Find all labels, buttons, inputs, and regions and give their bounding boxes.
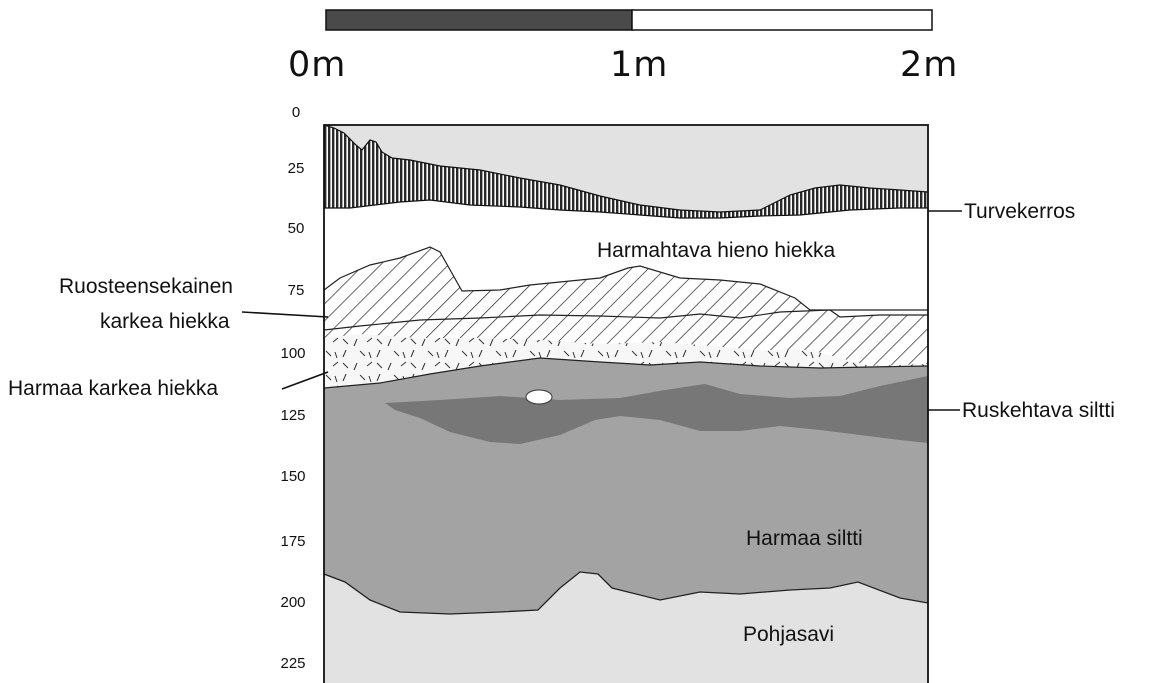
- depth-tick-label: 0: [292, 104, 300, 121]
- depth-tick-label: 150: [280, 468, 305, 485]
- label-ruosteensekainen-line1: Ruosteensekainen: [59, 275, 233, 298]
- profile-frame: [323, 124, 929, 683]
- depth-tick-label: 100: [280, 345, 305, 362]
- depth-tick-label: 200: [280, 594, 305, 611]
- depth-tick-label: 50: [288, 220, 305, 237]
- boundary-line: [324, 571, 928, 615]
- leader-ruosteensekainen: [241, 311, 329, 318]
- label-harmahtava-hieno-hiekka: Harmahtava hieno hiekka: [597, 239, 835, 262]
- leader-lines: [241, 210, 962, 411]
- layer-labels: Turvekerros Harmahtava hieno hiekka Ruos…: [8, 200, 1115, 646]
- layer-harmahtava-hieno-hiekka: [324, 200, 928, 317]
- depth-axis: 0 25 50 75 100 125 150 175 200 225: [280, 104, 305, 672]
- depth-tick-label: 75: [288, 282, 305, 299]
- soil-layers: [324, 125, 928, 683]
- layer-ruskehtava-siltti: [385, 376, 928, 444]
- scale-bar-light-segment: [631, 9, 933, 31]
- label-ruosteensekainen-line2: karkea hiekka: [100, 310, 230, 333]
- scale-label-2m: 2m: [900, 45, 958, 85]
- label-turvekerros: Turvekerros: [964, 200, 1075, 223]
- boundary-line: [324, 357, 928, 389]
- label-ruskehtava-siltti: Ruskehtava siltti: [962, 399, 1115, 422]
- label-harmaa-siltti: Harmaa siltti: [746, 527, 863, 550]
- depth-tick-label: 175: [280, 533, 305, 550]
- label-harmaa-karkea-hiekka: Harmaa karkea hiekka: [8, 377, 218, 400]
- depth-tick-label: 125: [280, 407, 305, 424]
- depth-tick-label: 25: [288, 160, 305, 177]
- label-pohjasavi: Pohjasavi: [743, 623, 834, 646]
- scale-bar: 0m 1m 2m: [288, 9, 958, 85]
- layer-turvekerros: [324, 125, 928, 219]
- leader-harmaa-karkea-hiekka: [281, 371, 329, 390]
- depth-tick-label: 225: [280, 655, 305, 672]
- boundary-line: [324, 246, 928, 318]
- scale-label-0m: 0m: [288, 45, 346, 85]
- pebble: [525, 389, 553, 405]
- scale-label-1m: 1m: [610, 45, 668, 85]
- boundary-line: [324, 309, 928, 331]
- layer-ruosteensekainen-karkea-hiekka: [324, 247, 928, 366]
- scale-bar-dark-segment: [325, 9, 633, 31]
